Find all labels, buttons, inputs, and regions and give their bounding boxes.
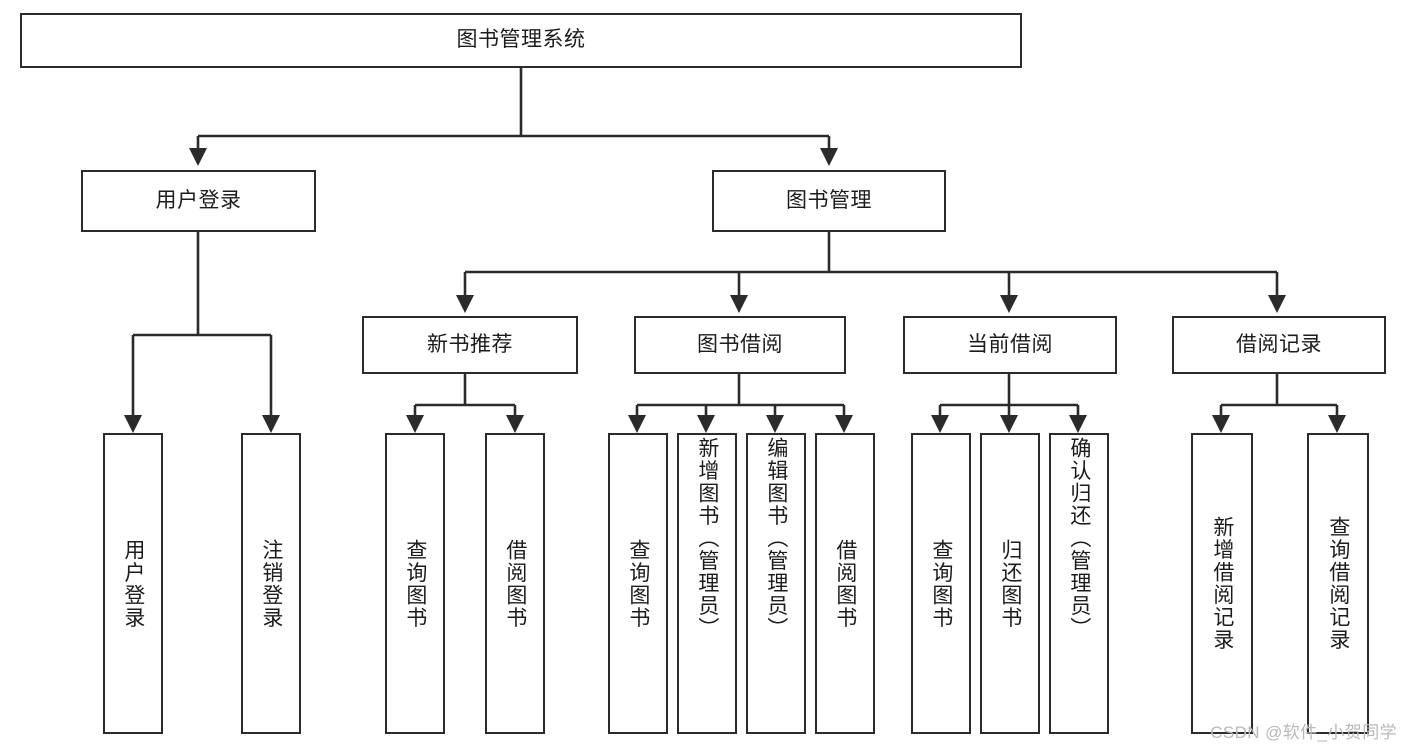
node-leaf-return-book-label: 归还图书 [998, 538, 1022, 629]
node-leaf-confirm-return-admin[interactable]: 确认归还（管理员） [1049, 433, 1109, 734]
node-leaf-edit-book-admin-label: 编辑图书（管理员） [764, 437, 788, 640]
node-user-login-label: 用户登录 [155, 188, 242, 212]
node-borrow-record-label: 借阅记录 [1236, 332, 1322, 356]
node-leaf-query-book-recommend[interactable]: 查询图书 [385, 433, 445, 734]
node-user-login[interactable]: 用户登录 [81, 170, 316, 232]
node-leaf-logout-label: 注销登录 [259, 538, 283, 629]
node-leaf-query-book-current[interactable]: 查询图书 [911, 433, 971, 734]
node-root-book-management-system[interactable]: 图书管理系统 [20, 13, 1022, 68]
node-book-management-label: 图书管理 [786, 188, 872, 212]
node-leaf-confirm-return-admin-label: 确认归还（管理员） [1067, 437, 1091, 640]
node-leaf-edit-book-admin[interactable]: 编辑图书（管理员） [746, 433, 806, 734]
node-leaf-borrow-book-label: 借阅图书 [833, 538, 857, 629]
node-leaf-query-borrow-record[interactable]: 查询借阅记录 [1307, 433, 1369, 734]
node-leaf-add-book-admin-label: 新增图书（管理员） [695, 437, 719, 640]
node-leaf-user-login-label: 用户登录 [121, 538, 145, 629]
node-leaf-add-borrow-record-label: 新增借阅记录 [1210, 516, 1234, 651]
node-new-book-recommend[interactable]: 新书推荐 [362, 316, 578, 374]
node-leaf-logout[interactable]: 注销登录 [241, 433, 301, 734]
node-current-borrow[interactable]: 当前借阅 [903, 316, 1117, 374]
node-leaf-query-book-borrow[interactable]: 查询图书 [608, 433, 668, 734]
node-leaf-add-book-admin[interactable]: 新增图书（管理员） [677, 433, 737, 734]
node-leaf-query-borrow-record-label: 查询借阅记录 [1326, 516, 1350, 651]
node-leaf-add-borrow-record[interactable]: 新增借阅记录 [1191, 433, 1253, 734]
node-current-borrow-label: 当前借阅 [967, 332, 1053, 356]
node-leaf-user-login[interactable]: 用户登录 [103, 433, 163, 734]
node-leaf-borrow-book-recommend[interactable]: 借阅图书 [485, 433, 545, 734]
node-root-label: 图书管理系统 [456, 28, 586, 52]
node-borrow-record[interactable]: 借阅记录 [1172, 316, 1386, 374]
node-leaf-borrow-book-recommend-label: 借阅图书 [503, 538, 527, 629]
watermark-text: CSDN @软件_小贺同学 [1210, 723, 1397, 742]
node-book-borrow-label: 图书借阅 [697, 332, 783, 356]
node-leaf-query-book-recommend-label: 查询图书 [403, 538, 427, 629]
node-book-borrow[interactable]: 图书借阅 [634, 316, 846, 374]
node-new-book-recommend-label: 新书推荐 [427, 332, 513, 356]
node-leaf-borrow-book[interactable]: 借阅图书 [815, 433, 875, 734]
node-leaf-return-book[interactable]: 归还图书 [980, 433, 1040, 734]
node-leaf-query-book-current-label: 查询图书 [929, 538, 953, 629]
node-leaf-query-book-borrow-label: 查询图书 [626, 538, 650, 629]
node-book-management[interactable]: 图书管理 [712, 170, 946, 232]
